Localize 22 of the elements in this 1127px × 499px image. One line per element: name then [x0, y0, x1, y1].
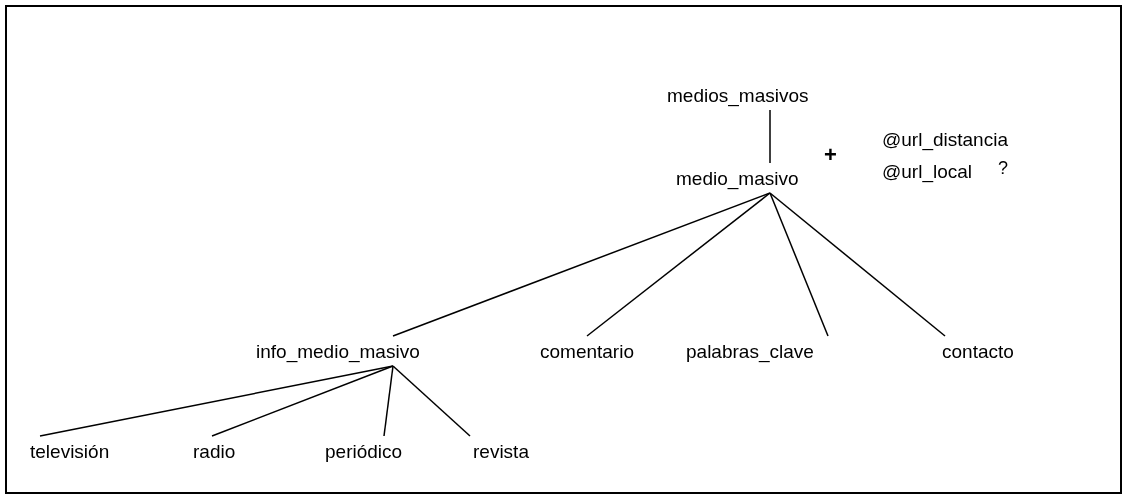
tree-node-label: contacto: [942, 340, 1014, 364]
cardinality-mark: +: [824, 143, 837, 167]
attribute-label: @url_distancia: [882, 128, 1008, 152]
connector-line: [392, 192, 771, 337]
tree-node-label: radio: [193, 440, 236, 464]
tree-node-label: medio_masivo: [676, 167, 799, 191]
connector-line: [383, 365, 394, 437]
connector-line: [769, 192, 829, 337]
tree-node-label: info_medio_masivo: [256, 340, 420, 364]
tree-node-label: televisión: [30, 440, 110, 464]
connector-line: [769, 192, 946, 337]
tree-node-label: periódico: [325, 440, 403, 464]
tree-node-label: palabras_clave: [686, 340, 814, 364]
connector-line: [769, 109, 771, 164]
tree-node-label: medios_masivos: [667, 84, 809, 108]
connector-line: [392, 365, 471, 437]
connector-line: [586, 192, 771, 337]
cardinality-mark: ?: [998, 157, 1008, 180]
tree-node-label: comentario: [540, 340, 634, 364]
tree-node-label: revista: [473, 440, 529, 464]
attribute-label: @url_local: [882, 160, 973, 184]
connector-line: [211, 365, 394, 437]
